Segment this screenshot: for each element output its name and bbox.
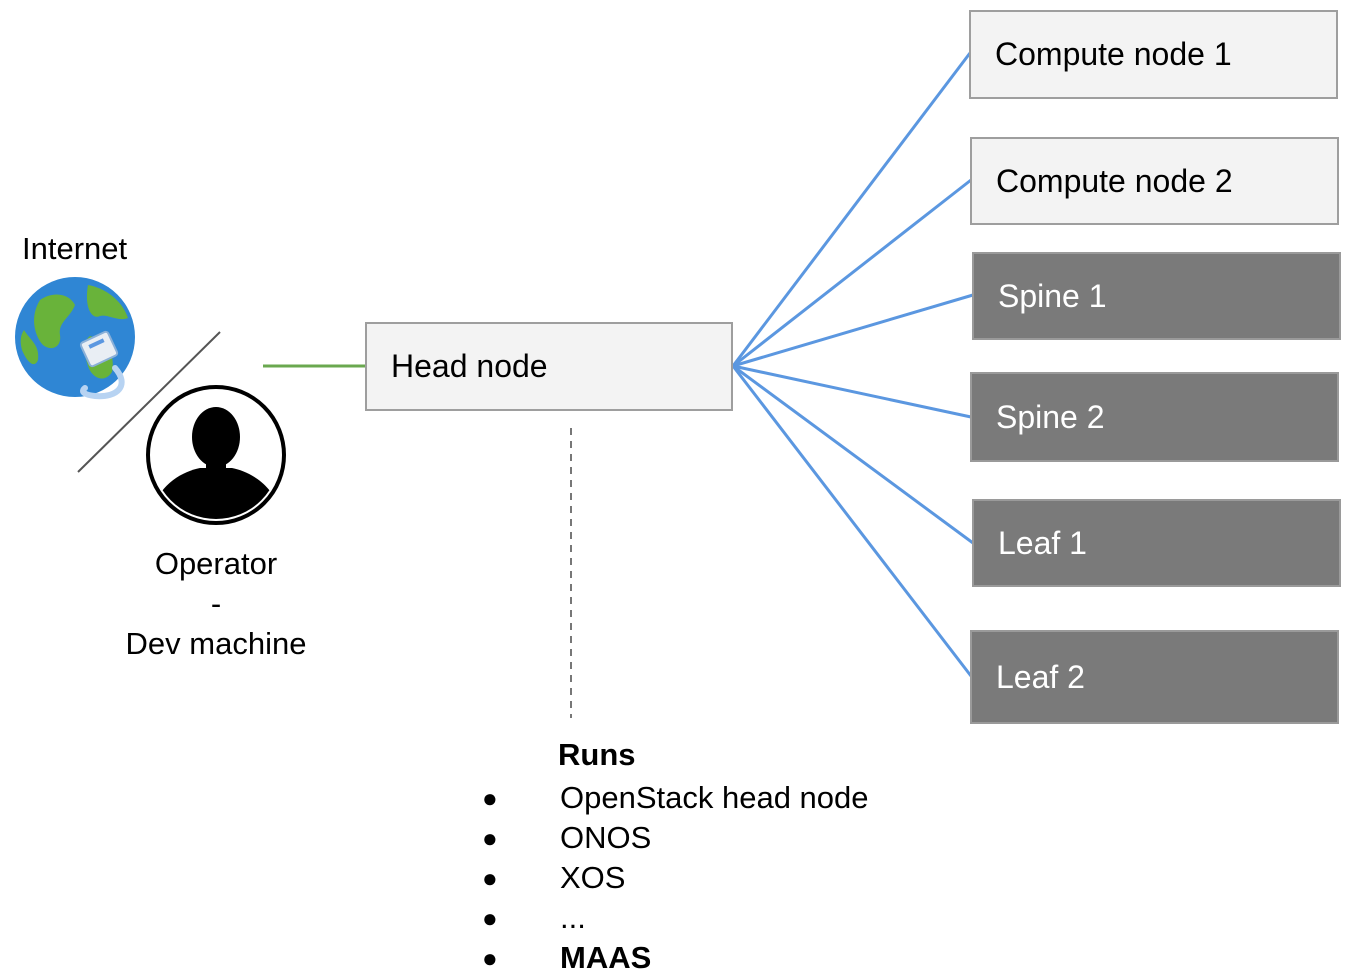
bullet-icon: ● bbox=[482, 902, 498, 933]
operator-label-line1: Operator bbox=[154, 546, 278, 581]
link-compute-node-2 bbox=[732, 178, 972, 368]
spine-1-box[interactable]: Spine 1 bbox=[972, 252, 1341, 340]
compute-node-1-box[interactable]: Compute node 1 bbox=[969, 10, 1338, 99]
head-node-label: Head node bbox=[391, 348, 548, 384]
compute-node-1-label: Compute node 1 bbox=[995, 36, 1232, 72]
operator-label: Operator - Dev machine bbox=[96, 548, 336, 668]
bullet-icon: ● bbox=[482, 942, 498, 973]
compute-node-2-box[interactable]: Compute node 2 bbox=[970, 137, 1339, 225]
leaf-1-box[interactable]: Leaf 1 bbox=[972, 499, 1341, 587]
list-item: ● ONOS bbox=[480, 818, 869, 858]
runs-heading: Runs bbox=[558, 737, 636, 772]
operator-label-line3: Dev machine bbox=[125, 626, 307, 661]
leaf-2-box[interactable]: Leaf 2 bbox=[970, 630, 1339, 724]
leaf-1-label: Leaf 1 bbox=[998, 524, 1087, 561]
operator-label-line2: - bbox=[210, 586, 222, 621]
runs-item-text: OpenStack head node bbox=[560, 780, 869, 815]
person-avatar-icon bbox=[146, 385, 286, 525]
spine-2-box[interactable]: Spine 2 bbox=[970, 372, 1339, 462]
runs-item-text: MAAS bbox=[560, 940, 652, 975]
link-compute-node-1 bbox=[731, 52, 972, 367]
runs-item-text: ... bbox=[560, 900, 586, 935]
spine-2-label: Spine 2 bbox=[996, 398, 1105, 435]
link-spine-2 bbox=[732, 364, 972, 419]
leaf-2-label: Leaf 2 bbox=[996, 658, 1085, 695]
list-item: ● OpenStack head node bbox=[480, 778, 869, 818]
list-item: ● XOS bbox=[480, 858, 869, 898]
runs-list: Runs ● OpenStack head node ● ONOS ● XOS … bbox=[480, 738, 869, 978]
globe-network-icon bbox=[15, 277, 135, 400]
separator-line bbox=[77, 331, 221, 473]
list-item: ● ... bbox=[480, 898, 869, 938]
list-item: ● MAAS bbox=[480, 938, 869, 978]
link-leaf-1 bbox=[732, 364, 974, 545]
runs-item-text: ONOS bbox=[560, 820, 652, 855]
head-node-box[interactable]: Head node bbox=[365, 322, 733, 411]
link-leaf-2 bbox=[731, 365, 973, 677]
spine-1-label: Spine 1 bbox=[998, 277, 1107, 314]
bullet-icon: ● bbox=[482, 782, 498, 813]
link-spine-1 bbox=[732, 293, 974, 368]
bullet-icon: ● bbox=[482, 862, 498, 893]
compute-node-2-label: Compute node 2 bbox=[996, 162, 1233, 199]
internet-label: Internet bbox=[22, 231, 128, 266]
bullet-icon: ● bbox=[482, 822, 498, 853]
runs-item-text: XOS bbox=[560, 860, 626, 895]
